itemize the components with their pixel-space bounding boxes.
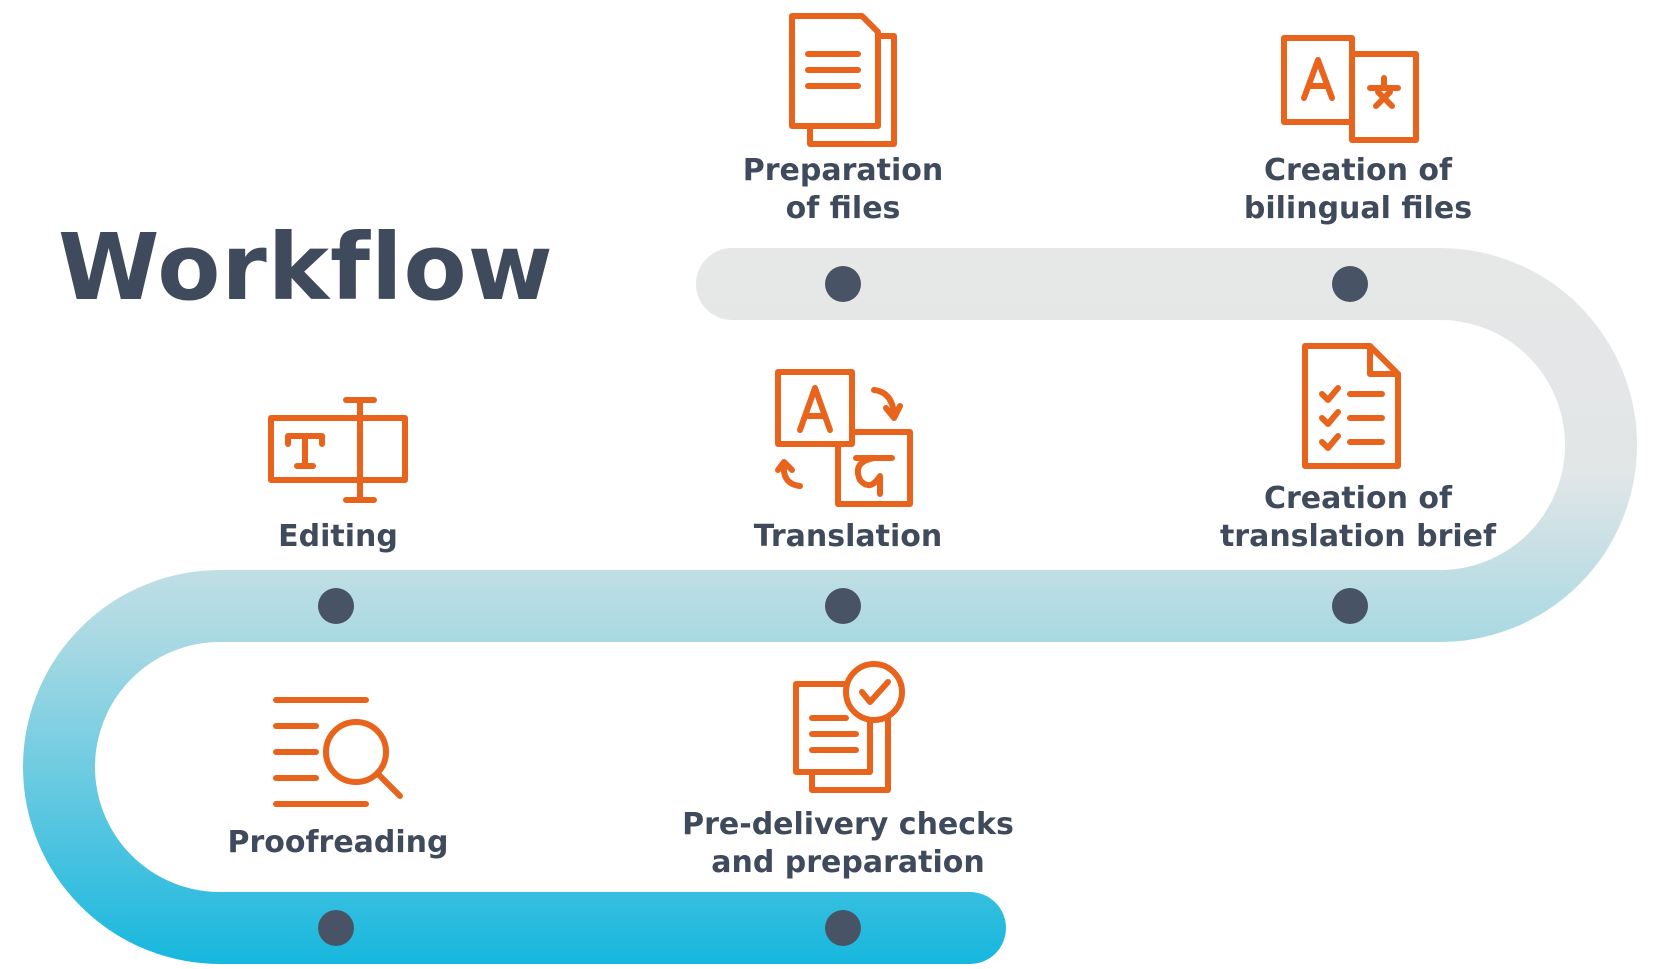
step-label-preparation: Preparation of files (742, 153, 944, 226)
step-label-editing: Editing (278, 519, 398, 554)
step-dot-preparation (825, 266, 861, 302)
checked-document-icon (793, 661, 905, 793)
step-dot-editing (318, 588, 354, 624)
checklist-document-icon (1302, 343, 1401, 469)
text-edit-icon (268, 397, 408, 503)
step-dot-delivery (825, 910, 861, 946)
bilingual-file-icon (1281, 35, 1419, 143)
step-dot-brief (1332, 588, 1368, 624)
step-label-translation: Translation (753, 519, 943, 554)
page-title: Workflow (58, 214, 554, 321)
step-dot-bilingual (1332, 266, 1368, 302)
step-dot-translation (825, 588, 861, 624)
proofreading-magnifier-icon (273, 697, 403, 807)
step-dot-proofreading (318, 910, 354, 946)
step-label-delivery: Pre-delivery checks and preparation (682, 807, 1014, 880)
step-label-bilingual: Creation of bilingual files (1243, 153, 1473, 226)
step-label-proofreading: Proofreading (227, 825, 449, 860)
document-stack-icon (789, 13, 897, 147)
step-label-brief: Creation of translation brief (1219, 481, 1497, 554)
translation-icon (775, 369, 913, 507)
